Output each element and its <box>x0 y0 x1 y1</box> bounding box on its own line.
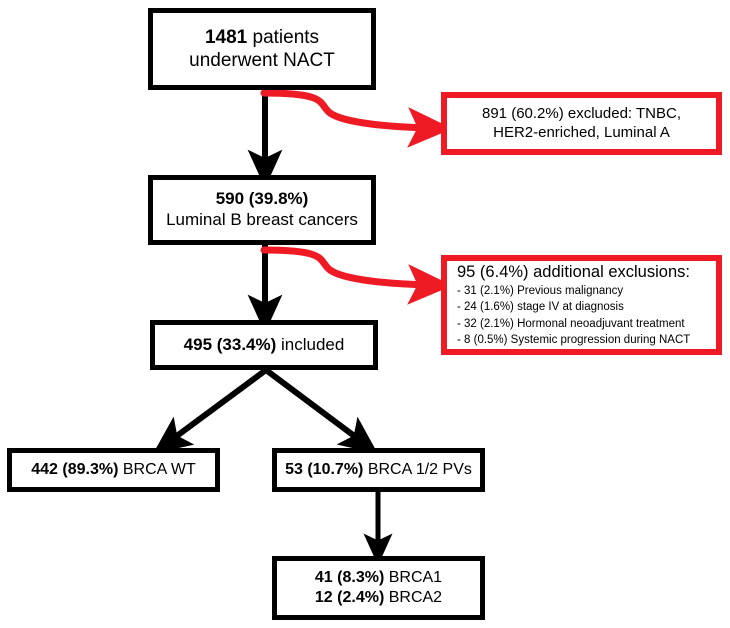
node-total-patients-line1-rest: patients <box>247 26 320 48</box>
node-included: 495 (33.4%) included <box>150 320 378 370</box>
node-exclusion-2-item: - 8 (0.5%) Systemic progression during N… <box>457 334 691 347</box>
node-exclusion-1-line1: 891 (60.2%) excluded: TNBC, <box>482 105 681 123</box>
node-brca1-count: 41 (8.3%) <box>314 569 385 587</box>
node-brca-wt-count: 442 (89.3%) <box>31 461 119 479</box>
node-brca-wt: 442 (89.3%) BRCA WT <box>7 448 220 492</box>
node-brca2-count: 12 (2.4%) <box>314 589 385 606</box>
node-luminal-b-line1: 590 (39.8%) <box>216 189 309 210</box>
node-included-count: 495 (33.4%) <box>183 334 277 354</box>
node-total-patients-count: 1481 <box>204 26 248 48</box>
node-brca-pv: 53 (10.7%) BRCA 1/2 PVs <box>272 448 485 492</box>
node-included-line1: 495 (33.4%) included <box>184 335 345 356</box>
node-brca-pv-count: 53 (10.7%) <box>285 461 364 479</box>
edge-top-to-exclusion1 <box>260 89 453 148</box>
node-luminal-b: 590 (39.8%) Luminal B breast cancers <box>148 175 376 245</box>
node-luminal-b-line2: Luminal B breast cancers <box>166 210 358 229</box>
node-brca1-line: 41 (8.3%) BRCA1 <box>315 568 442 588</box>
edge-luminalb-to-exclusion2 <box>260 246 453 305</box>
node-brca-wt-label: BRCA WT <box>118 461 196 479</box>
node-total-patients-line1: 1481 patients <box>205 26 319 49</box>
edge-included-to-brcawt <box>153 367 268 454</box>
node-exclusion-2-header: 95 (6.4%) additional exclusions: <box>457 262 690 281</box>
node-brca1-label: BRCA1 <box>384 569 443 587</box>
node-brca-pv-line1: 53 (10.7%) BRCA 1/2 PVs <box>285 460 472 480</box>
node-total-patients: 1481 patients underwent NACT <box>148 8 376 90</box>
node-included-label: included <box>276 334 345 354</box>
node-brca-subtypes: 41 (8.3%) BRCA1 12 (2.4%) BRCA2 <box>272 556 485 620</box>
node-brca-wt-line1: 442 (89.3%) BRCA WT <box>31 460 196 480</box>
node-exclusion-2-item: - 31 (2.1%) Previous malignancy <box>457 285 624 298</box>
node-exclusion-1-line2: HER2-enriched, Luminal A <box>493 123 670 141</box>
edge-included-to-brcapv <box>264 367 378 454</box>
node-exclusion-1: 891 (60.2%) excluded: TNBC, HER2-enriche… <box>441 92 722 155</box>
node-exclusion-2-item: - 32 (2.1%) Hormonal neoadjuvant treatme… <box>457 317 685 330</box>
node-luminal-b-count: 590 (39.8%) <box>215 189 309 209</box>
node-brca2-line: 12 (2.4%) BRCA2 <box>315 588 442 608</box>
node-exclusion-2: 95 (6.4%) additional exclusions: - 31 (2… <box>441 255 722 355</box>
node-total-patients-line2: underwent NACT <box>189 50 335 71</box>
node-brca2-label: BRCA2 <box>384 589 443 606</box>
node-exclusion-2-item: - 24 (1.6%) stage IV at diagnosis <box>457 301 624 314</box>
node-brca-pv-label: BRCA 1/2 PVs <box>363 461 472 479</box>
